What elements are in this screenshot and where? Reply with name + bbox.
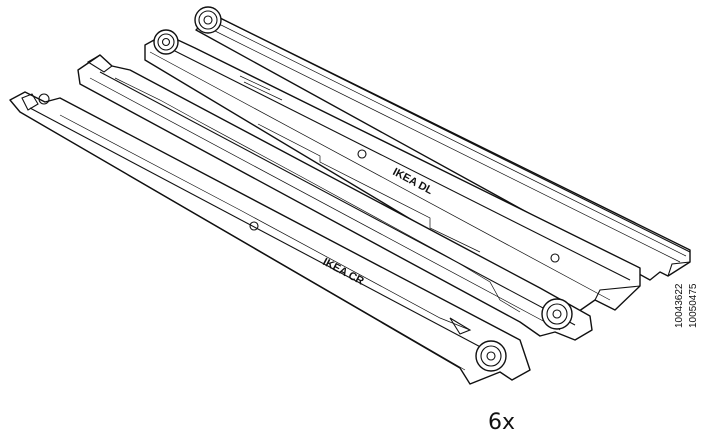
roller-wheel-top-middle — [153, 29, 179, 55]
roller-wheel-top-right — [194, 6, 222, 34]
rail-ikea-dl — [144, 33, 641, 317]
rail-clip-left — [38, 93, 50, 105]
quantity-label: 6x — [488, 410, 516, 435]
article-number-2: 10050475 — [688, 283, 699, 329]
rail-ikea-cr — [9, 91, 531, 385]
rail-back-right — [195, 13, 691, 281]
article-number-1: 10043622 — [674, 283, 685, 329]
roller-wheel-mid-right — [541, 298, 573, 330]
roller-wheel-bottom — [475, 340, 507, 372]
rail-middle — [77, 54, 593, 341]
